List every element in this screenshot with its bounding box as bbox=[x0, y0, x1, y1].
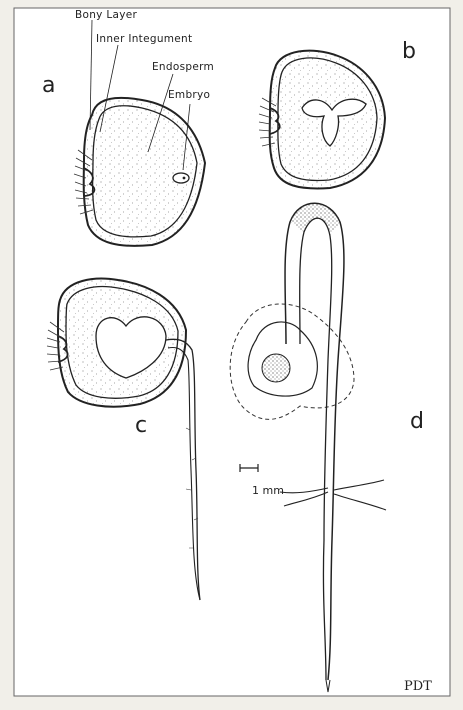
scale-bar-label: 1 mm bbox=[252, 484, 284, 497]
panel-label-d: d bbox=[410, 409, 424, 434]
callout-embryo: Embryo bbox=[168, 89, 210, 101]
callout-inner-integument: Inner Integument bbox=[96, 33, 192, 45]
panel-label-c: c bbox=[135, 413, 147, 438]
panel-label-a: a bbox=[42, 73, 55, 98]
panel-label-b: b bbox=[402, 39, 416, 64]
callout-endosperm: Endosperm bbox=[152, 61, 214, 73]
callout-bony-layer: Bony Layer bbox=[75, 9, 137, 21]
artist-signature: PDT bbox=[404, 679, 432, 694]
